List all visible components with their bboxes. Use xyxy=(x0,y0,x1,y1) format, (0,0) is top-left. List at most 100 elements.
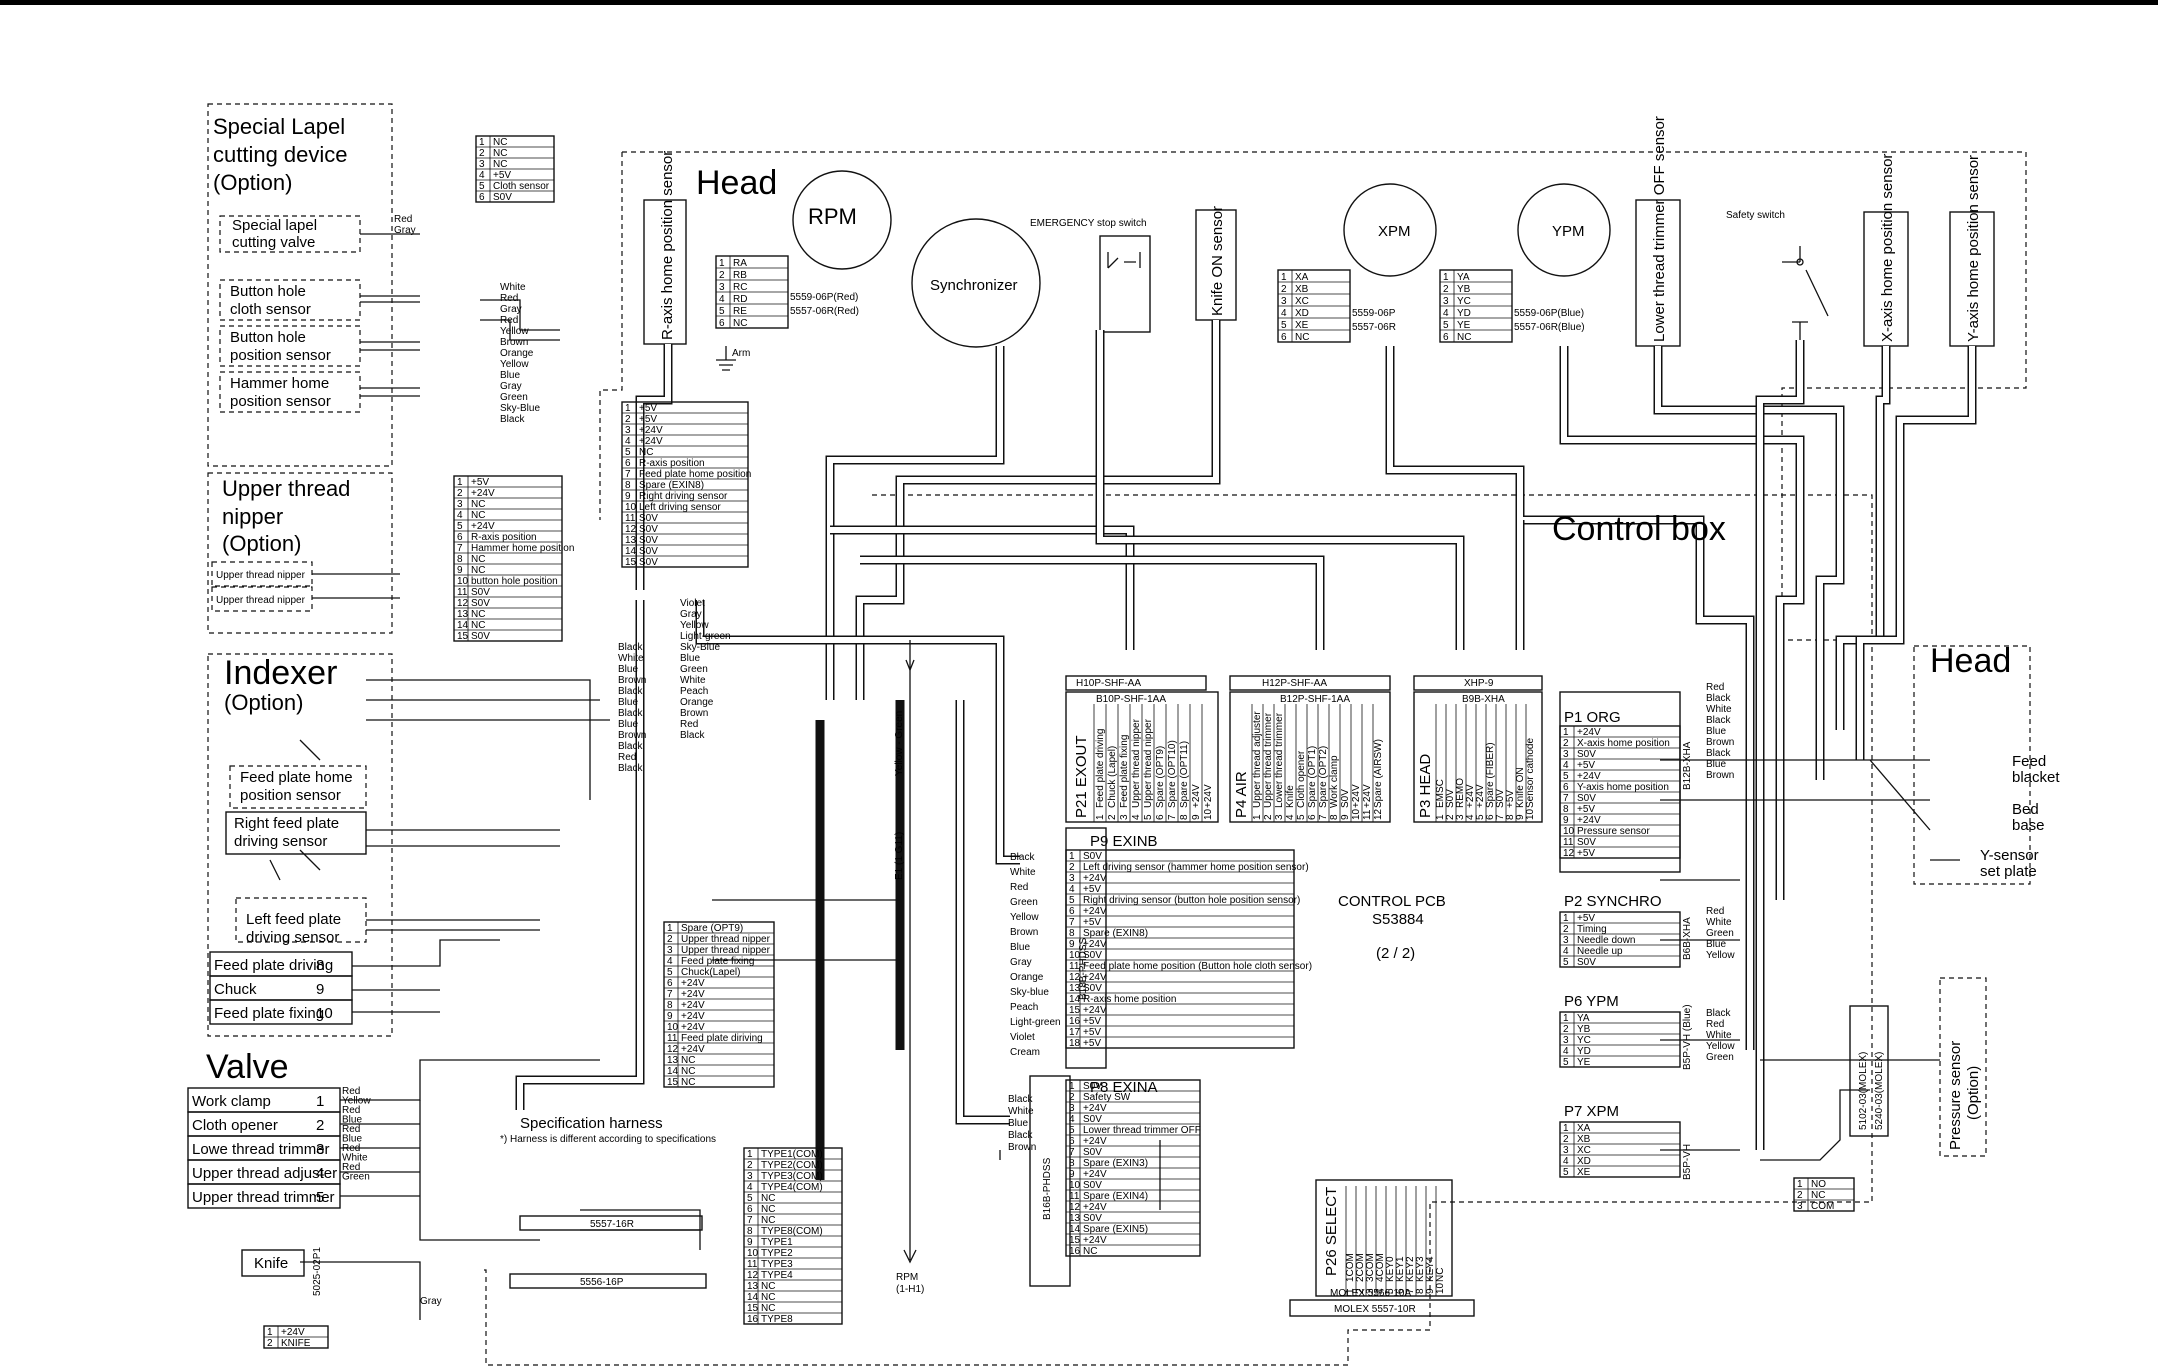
p3-pins-pin-no: 2 xyxy=(1445,814,1456,820)
harness-valve-table-pin-no: 7 xyxy=(667,989,673,1000)
p9-wire-color: Violet xyxy=(1010,1032,1035,1043)
spec-harness-table-pin-no: 14 xyxy=(747,1292,759,1303)
p8-table-pin-no: 1 xyxy=(1069,1081,1075,1092)
p1-wire-color: White xyxy=(1706,704,1732,715)
feed-l1: Feed xyxy=(2012,753,2046,770)
indexer-option: (Option) xyxy=(224,690,303,715)
y-axis-label: Y-axis home position sensor xyxy=(1965,155,1982,342)
valve-wire-color: Red xyxy=(342,1105,360,1116)
arm-label: Arm xyxy=(732,348,750,359)
harness-left-table-pin-no: 1 xyxy=(625,403,631,414)
p2-table-pin-label: Needle up xyxy=(1577,946,1623,957)
bh-cloth-l1: Button hole xyxy=(230,283,306,300)
top-border-bar xyxy=(0,0,2158,5)
lapel-wire-color: Red xyxy=(394,214,412,225)
harness-left2-table-pin-no: 9 xyxy=(457,565,463,576)
p9-table-pin-no: 2 xyxy=(1069,862,1075,873)
p4-pins-pin-label: Knife xyxy=(1285,785,1296,808)
emergency-switch-symbol xyxy=(1107,252,1141,269)
pressure-conn2: 5240-03(MOLEX) xyxy=(1874,1052,1885,1130)
p3-pins-pin-label: Spare (FIBER) xyxy=(1485,742,1496,808)
valve-wire-color: Red xyxy=(342,1162,360,1173)
p2-wire-color: Green xyxy=(1706,928,1734,939)
harness-left2-table-pin-label: +5V xyxy=(471,477,489,488)
harness-left2-table-pin-no: 4 xyxy=(457,510,463,521)
p1-table-pin-label: +24V xyxy=(1577,815,1601,826)
harness-left2-table-pin-no: 12 xyxy=(457,598,469,609)
head-region-boundary xyxy=(599,151,2027,641)
p7-table-pin-label: XC xyxy=(1577,1145,1591,1156)
p26-block xyxy=(1315,1179,1453,1297)
top-lapel-table-pin-label: Cloth sensor xyxy=(493,181,550,192)
harness-left-table-pin-no: 9 xyxy=(625,491,631,502)
p21-pins-pin-label: +24V xyxy=(1191,784,1202,808)
pressure-conn1: 5102-03(MOLEX) xyxy=(1858,1052,1869,1130)
h12p-conn xyxy=(1229,675,1391,691)
harness-valve-table-pin-no: 13 xyxy=(667,1055,679,1066)
p9-table-pin-label: +24V xyxy=(1083,1005,1107,1016)
p9-wire-color: Peach xyxy=(1010,1002,1038,1013)
knife-conn-label: 5025-02P1 xyxy=(312,1247,323,1296)
p6p7-wire-color: Green xyxy=(1706,1052,1734,1063)
harness-left2-table-pin-label: S0V xyxy=(471,598,490,609)
top-lapel-table-pin-label: NC xyxy=(493,148,507,159)
knife-pin-table-pin-no: 2 xyxy=(267,1338,273,1349)
p21-label: P21 EXOUT xyxy=(1073,735,1090,818)
p26-pins-pin-label: 1COM xyxy=(1345,1253,1356,1282)
p4-pins-pin-no: 1 xyxy=(1252,814,1263,820)
p9-wire-color: Cream xyxy=(1010,1047,1040,1058)
harness-left-table-pin-no: 10 xyxy=(625,502,637,513)
harness-valve-table-pin-no: 15 xyxy=(667,1077,679,1088)
harness-left2-table-pin-label: NC xyxy=(471,499,485,510)
p8-table-pin-no: 14 xyxy=(1069,1224,1081,1235)
p9-table-pin-label: S0V xyxy=(1083,983,1102,994)
p8-table-pin-label: S0V xyxy=(1083,1180,1102,1191)
p26-pins-pin-label: KEY3 xyxy=(1415,1256,1426,1282)
p6p7-wire-color: Yellow xyxy=(1706,1041,1735,1052)
p6-table-pin-no: 3 xyxy=(1563,1035,1569,1046)
ysensor-l1: Y-sensor xyxy=(1980,847,2039,864)
spec-harness-table-pin-label: TYPE4 xyxy=(761,1270,793,1281)
button-wire-color: Red xyxy=(500,293,518,304)
left-feed-l1: Left feed plate xyxy=(246,911,341,928)
p26-pins-pin-no: 4 xyxy=(1375,1288,1386,1294)
ypm-table-pin-label: NC xyxy=(1457,332,1471,343)
p2-table-pin-label: Timing xyxy=(1577,924,1607,935)
p9-table-pin-no: 1 xyxy=(1069,851,1075,862)
p8-table-pin-label: +24V xyxy=(1083,1136,1107,1147)
p9-table-pin-label: Spare (EXIN8) xyxy=(1083,928,1148,939)
spec-harness-table-pin-no: 11 xyxy=(747,1259,758,1270)
xpm-conn2: 5557-06R xyxy=(1352,322,1396,333)
p8-table-pin-label: +24V xyxy=(1083,1169,1107,1180)
p9-table-pin-no: 13 xyxy=(1069,983,1081,994)
harness-left-table-pin-no: 2 xyxy=(625,414,631,425)
p9-table-pin-label: Left driving sensor (hammer home positio… xyxy=(1083,862,1309,873)
p9-wire-color: Green xyxy=(1010,897,1038,908)
knife-pin-table-pin-label: KNIFE xyxy=(281,1338,311,1349)
harness-left-table-pin-no: 13 xyxy=(625,535,637,546)
p1-wire-color: Brown xyxy=(1706,737,1734,748)
p26-pins-pin-label: 3COM xyxy=(1365,1253,1376,1282)
p26-pins-pin-no: 1 xyxy=(1345,1288,1356,1294)
harness-left-table-pin-label: R-axis position xyxy=(639,458,705,469)
earth-label: E1 (1 G11) xyxy=(894,832,905,880)
p1-wire-color: Black xyxy=(1706,748,1731,759)
indexer-wire-color: Black xyxy=(618,763,643,774)
p4-label: P4 AIR xyxy=(1233,771,1250,818)
p6-conn: B5P-VH (Blue) xyxy=(1682,1004,1693,1070)
pressure-pin-table-pin-label: NO xyxy=(1811,1179,1826,1190)
xpm-label: XPM xyxy=(1378,223,1411,240)
harness-mid-wire-color: Light-green xyxy=(680,631,731,642)
p1-table-pin-label: X-axis home position xyxy=(1577,738,1670,749)
spec-harness-table-pin-no: 5 xyxy=(747,1193,753,1204)
p9-wire-color: Gray xyxy=(1010,957,1032,968)
harness-valve-table-pin-no: 12 xyxy=(667,1044,679,1055)
p8-conn-body xyxy=(1029,1075,1071,1287)
p8-table-pin-no: 6 xyxy=(1069,1136,1075,1147)
p9-table-pin-no: 10 xyxy=(1069,950,1081,961)
harness-valve-table-pin-no: 10 xyxy=(667,1022,679,1033)
